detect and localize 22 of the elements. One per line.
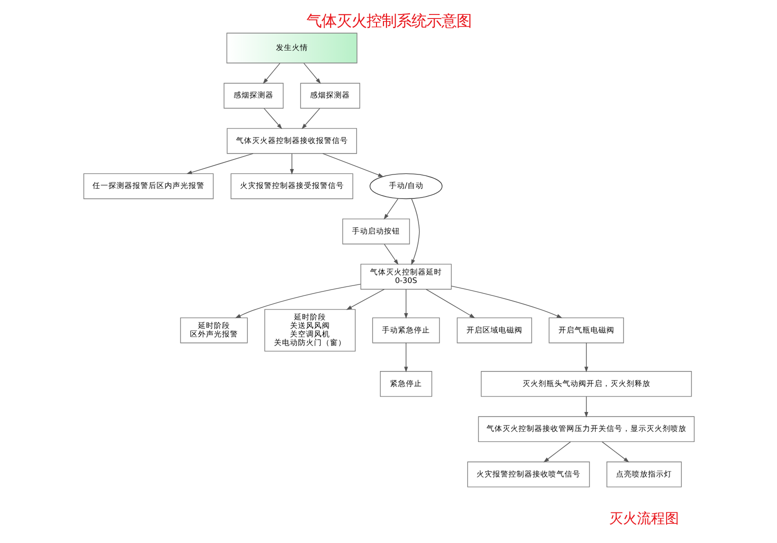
arrow: [601, 441, 629, 462]
arrow: [584, 342, 588, 372]
arrow: [584, 396, 588, 418]
arrow: [404, 342, 408, 372]
arrow: [186, 153, 253, 174]
arrow: [289, 153, 294, 175]
arrow: [542, 441, 570, 462]
arrow: [410, 198, 420, 266]
diagram-title: 气体灭火控制系统示意图: [306, 12, 471, 30]
arrow: [302, 62, 320, 84]
arrow: [263, 108, 282, 130]
label: 灭火流程图: [608, 511, 679, 528]
arrow: [234, 284, 360, 318]
arrow: [404, 288, 408, 319]
arrow: [425, 288, 475, 318]
arrow: [346, 288, 384, 310]
arrow: [322, 153, 384, 177]
arrow: [262, 62, 280, 84]
arrow: [383, 198, 398, 220]
arrow: [383, 244, 398, 265]
arrow: [450, 286, 562, 318]
arrow: [301, 108, 320, 130]
